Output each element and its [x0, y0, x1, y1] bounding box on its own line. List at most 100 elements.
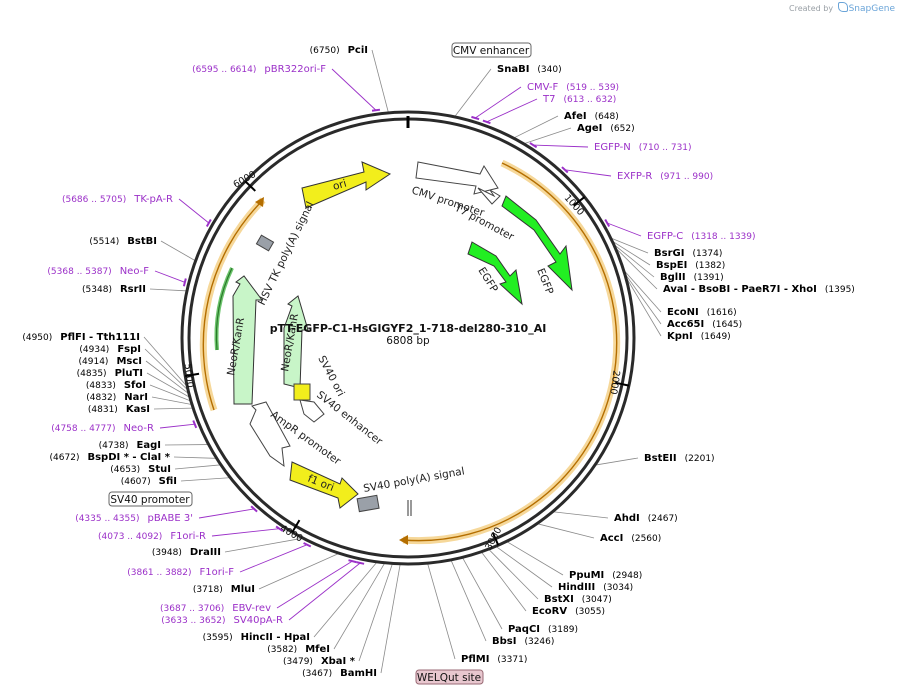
site-name: BspEI	[656, 260, 687, 271]
primer-leader-line	[533, 144, 589, 148]
site-name: EcoRV	[532, 606, 567, 617]
site-leader-line	[173, 456, 216, 459]
site-position: (4835)	[77, 369, 107, 379]
restriction-site-label[interactable]: AhdI(2467)	[614, 513, 678, 524]
primer-label[interactable]: (3633 .. 3652)SV40pA-R	[161, 615, 283, 626]
feature-label-sv40-enhancer: SV40 enhancer	[314, 389, 385, 448]
boxed-features: CMV enhancer SV40 promoter WELQut site	[108, 42, 532, 685]
restriction-site-label[interactable]: EcoNI(1616)	[667, 307, 737, 318]
restriction-site-label[interactable]: SnaBI(340)	[497, 64, 562, 75]
site-position: (3467)	[302, 669, 332, 679]
restriction-site-label[interactable]: (3582)MfeI	[267, 644, 330, 655]
restriction-site-label[interactable]: HindIII(3034)	[558, 582, 633, 593]
restriction-site-label[interactable]: (4934)FspI	[79, 344, 141, 355]
site-name: BamHI	[340, 668, 377, 679]
site-position: (4832)	[86, 393, 116, 403]
restriction-site-label[interactable]: (4672)BspDI * - ClaI *	[50, 452, 171, 463]
site-name: EcoNI	[667, 307, 699, 318]
site-leader-line	[224, 538, 302, 553]
restriction-site-label[interactable]: KpnI (1649)	[667, 331, 731, 342]
tick-label: 6000	[232, 169, 258, 191]
site-position: (3371)	[497, 655, 527, 665]
site-name: BstBI	[127, 236, 157, 247]
backbone-outer	[180, 110, 636, 566]
site-leader-line	[143, 336, 187, 386]
site-name: BspDI * - ClaI *	[87, 452, 170, 463]
restriction-site-label[interactable]: (3948)DraIII	[152, 547, 221, 558]
primer-label[interactable]: (4335 .. 4355)pBABE 3'	[75, 513, 193, 524]
primer-label[interactable]: CMV-F(519 .. 539)	[527, 82, 619, 93]
primer-label[interactable]: (4073 .. 4092)F1ori-R	[98, 531, 206, 542]
site-name: SfiI	[159, 476, 177, 487]
restriction-site-label[interactable]: AfeI(648)	[564, 111, 619, 122]
restriction-site-label[interactable]: PpuMI(2948)	[569, 570, 642, 581]
restriction-site-label[interactable]: (4738)EagI	[99, 440, 161, 451]
restriction-site-label[interactable]: AccI(2560)	[600, 533, 661, 544]
site-leader-line	[144, 348, 188, 390]
restriction-site-label[interactable]: (4832) NarI	[86, 392, 148, 403]
site-name: NarI	[124, 392, 148, 403]
restriction-site-label[interactable]: (4914)MscI	[79, 356, 143, 367]
primer-label[interactable]: (4758 .. 4777)Neo-R	[51, 423, 154, 434]
site-leader-line	[153, 407, 193, 410]
site-name: KpnI	[667, 331, 693, 342]
primer-range: (5686 .. 5705)	[62, 195, 126, 205]
site-position: (4607)	[121, 477, 151, 487]
restriction-site-label[interactable]: PflMI (3371)	[461, 654, 527, 665]
restriction-site-label[interactable]: (4950)PflFI - Tth111I	[22, 332, 140, 343]
primer-label[interactable]: (6595 .. 6614)pBR322ori-F	[192, 64, 326, 75]
site-position: (1645)	[712, 320, 742, 330]
primer-site-mark	[250, 505, 258, 513]
primer-label[interactable]: (5368 .. 5387)Neo-F	[47, 266, 149, 277]
primer-label[interactable]: (3861 .. 3882)F1ori-F	[127, 567, 234, 578]
site-position: (3246)	[524, 637, 554, 647]
site-leader-line	[380, 564, 401, 674]
restriction-site-label[interactable]: PaqCI(3189)	[508, 624, 578, 635]
site-name: PflMI	[461, 654, 489, 665]
primer-leader-line	[288, 562, 361, 621]
orf-arc-left-line	[202, 199, 264, 411]
restriction-site-label[interactable]: (4835)PluTI	[77, 368, 143, 379]
site-name: XbaI *	[321, 656, 356, 667]
restriction-site-label[interactable]: BstEII(2201)	[644, 453, 715, 464]
site-leader-line	[496, 546, 553, 588]
primer-leader-line	[276, 560, 353, 609]
restriction-site-label[interactable]: (4831)KasI	[88, 404, 150, 415]
site-position: (1382)	[695, 261, 725, 271]
restriction-site-label[interactable]: (5348)RsrII	[82, 284, 146, 295]
sv40-enhancer-arrow	[299, 399, 325, 423]
restriction-site-label[interactable]: BsrGI(1374)	[654, 248, 722, 259]
site-position: (4653)	[110, 465, 140, 475]
restriction-site-label[interactable]: (3467) BamHI	[302, 668, 377, 679]
site-position: (1649)	[701, 332, 731, 342]
site-name: HindIII	[558, 582, 595, 593]
restriction-site-label[interactable]: BstXI(3047)	[544, 594, 612, 605]
restriction-site-label[interactable]: (4833)SfoI	[86, 380, 146, 391]
restriction-site-label[interactable]: (5514)BstBI	[89, 236, 157, 247]
restriction-site-label[interactable]: AvaI - BsoBI - PaeR7I - XhoI(1395)	[663, 284, 855, 295]
primer-site-mark	[192, 420, 198, 429]
restriction-site-label[interactable]: BglII(1391)	[660, 272, 724, 283]
primer-label[interactable]: (3687 .. 3706)EBV-rev	[160, 603, 271, 614]
restriction-site-label[interactable]: (3595)HincII - HpaI	[203, 632, 310, 643]
restriction-site-label[interactable]: BbsI(3246)	[492, 636, 554, 647]
restriction-site-label[interactable]: EcoRV(3055)	[532, 606, 605, 617]
tick-mark	[185, 372, 200, 378]
primer-label[interactable]: (5686 .. 5705) TK-pA-R	[62, 194, 173, 205]
restriction-site-label[interactable]: BspEI (1382)	[656, 260, 725, 271]
orf-arc-main-arrow	[399, 535, 408, 545]
primer-name: TK-pA-R	[133, 194, 173, 205]
restriction-site-label[interactable]: (3479)XbaI *	[283, 656, 356, 667]
restriction-site-label[interactable]: AgeI(652)	[577, 123, 635, 134]
restriction-site-label[interactable]: (4653)StuI	[110, 464, 171, 475]
primer-label[interactable]: EGFP-C(1318 .. 1339)	[647, 231, 756, 242]
primer-label[interactable]: T7(613 .. 632)	[542, 94, 616, 105]
primer-label[interactable]: EGFP-N(710 .. 731)	[594, 142, 692, 153]
primer-label[interactable]: EXFP-R(971 .. 990)	[617, 171, 713, 182]
restriction-site-label[interactable]: (4607) SfiI	[121, 476, 177, 487]
site-name: BsrGI	[654, 248, 684, 259]
restriction-site-label[interactable]: Acc65I(1645)	[667, 319, 742, 330]
restriction-site-label[interactable]: (6750)PciI	[310, 45, 368, 56]
restriction-site-label[interactable]: (3718)MluI	[193, 584, 255, 595]
